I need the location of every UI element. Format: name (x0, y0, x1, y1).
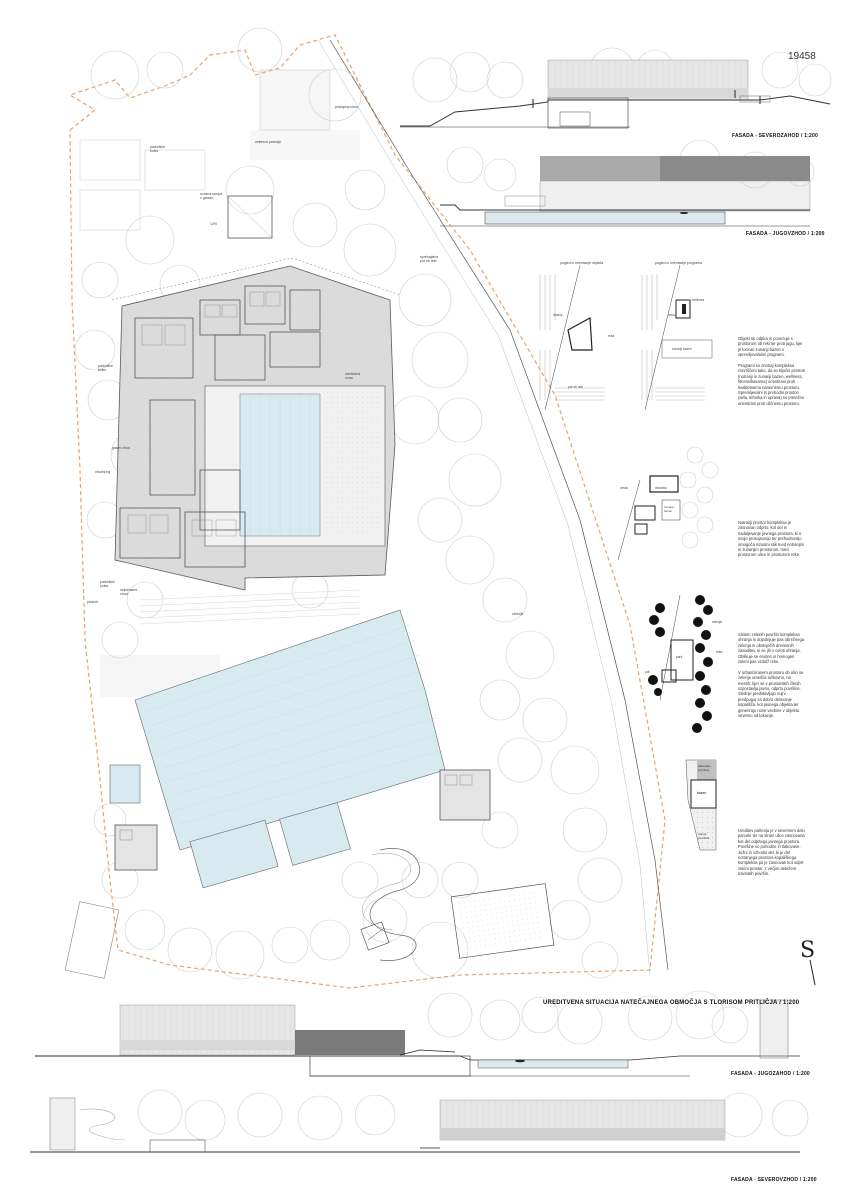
label-parking-left: parkirišče koles (98, 364, 113, 372)
label-shore: obrežje (512, 612, 524, 616)
d1-label-access: dostop (553, 313, 563, 317)
d1-label-wellness: wellness (692, 298, 705, 302)
diagram-surfaces (685, 759, 717, 851)
d3-label-path: pot (645, 670, 650, 674)
d4-label-lawn: travna površina (698, 832, 710, 840)
label-secondary-entry: sekundarni vhod (120, 588, 138, 596)
label-parking-top: parkirišče koles (150, 145, 165, 153)
d2-label-cesta: cesta (620, 486, 628, 490)
d3-label-river: reka (716, 650, 723, 654)
label-ramp-percent: 12% (210, 222, 218, 226)
elevation-southeast (440, 139, 815, 227)
label-main-entry: glavni vhod (112, 446, 130, 450)
label-river-walk: sprehajalna pot ob reki (420, 255, 439, 263)
diagram-orientation (539, 264, 713, 411)
label-service-zone: storitvena cona (345, 372, 361, 380)
caption-elevation-southwest: FASADA - JUGOZAHOD / 1:200 (731, 1071, 810, 1077)
d2-label-hall: dvorana (655, 486, 667, 490)
north-arrow-letter: S (800, 938, 816, 963)
d2-label-outdoor: zunanji bazen (664, 505, 674, 513)
d1-label-river: reka (608, 334, 615, 338)
label-sidewalk: pločnik (87, 600, 98, 604)
label-zone-top: zelenica pobočje (255, 140, 282, 144)
d4-label-paved: tlakovane površine (698, 764, 711, 772)
elevation-southwest (35, 990, 800, 1077)
north-arrow (809, 959, 816, 986)
caption-elevation-northwest: FASADA - SEVEROZAHOD / 1:200 (732, 133, 818, 139)
caption-elevation-southeast: FASADA - JUGOVZHOD / 1:200 (746, 231, 825, 237)
d3-label-green: zelenje (712, 620, 723, 624)
label-entrance-top: pristopna ulica (335, 105, 358, 109)
d4-label-pool: bazen (697, 791, 707, 795)
d1-label-path: pot ob reki (568, 385, 583, 389)
d1-label-road: dovoz (668, 313, 677, 317)
diagram-openness (617, 446, 719, 561)
d1-title-left: pogled iz orientacije objekta (560, 261, 604, 265)
label-entry-plaza: vhodni trg (95, 470, 111, 474)
label-parking-bottom: parkirišče koles (100, 580, 115, 588)
diagram-green-system (648, 594, 713, 733)
caption-elevation-northeast: FASADA - SEVEROVZHOD / 1:200 (731, 1177, 817, 1183)
d1-title-right: pogled iz orientacije programa (655, 261, 702, 265)
caption-site-plan: UREDITVENA SITUACIJA NATEČAJNEGA OBMOČJA… (543, 1000, 800, 1006)
label-garage-ramp: uvozna rampa v garažo (200, 192, 223, 200)
site-plan (64, 27, 816, 989)
panel-number: 19458 (788, 51, 816, 62)
elevation-northwest (400, 47, 832, 129)
elevation-northeast (30, 1089, 809, 1153)
d1-label-outdoor-pool: zunanji bazen (672, 347, 692, 351)
d3-label-park: park (676, 655, 683, 659)
